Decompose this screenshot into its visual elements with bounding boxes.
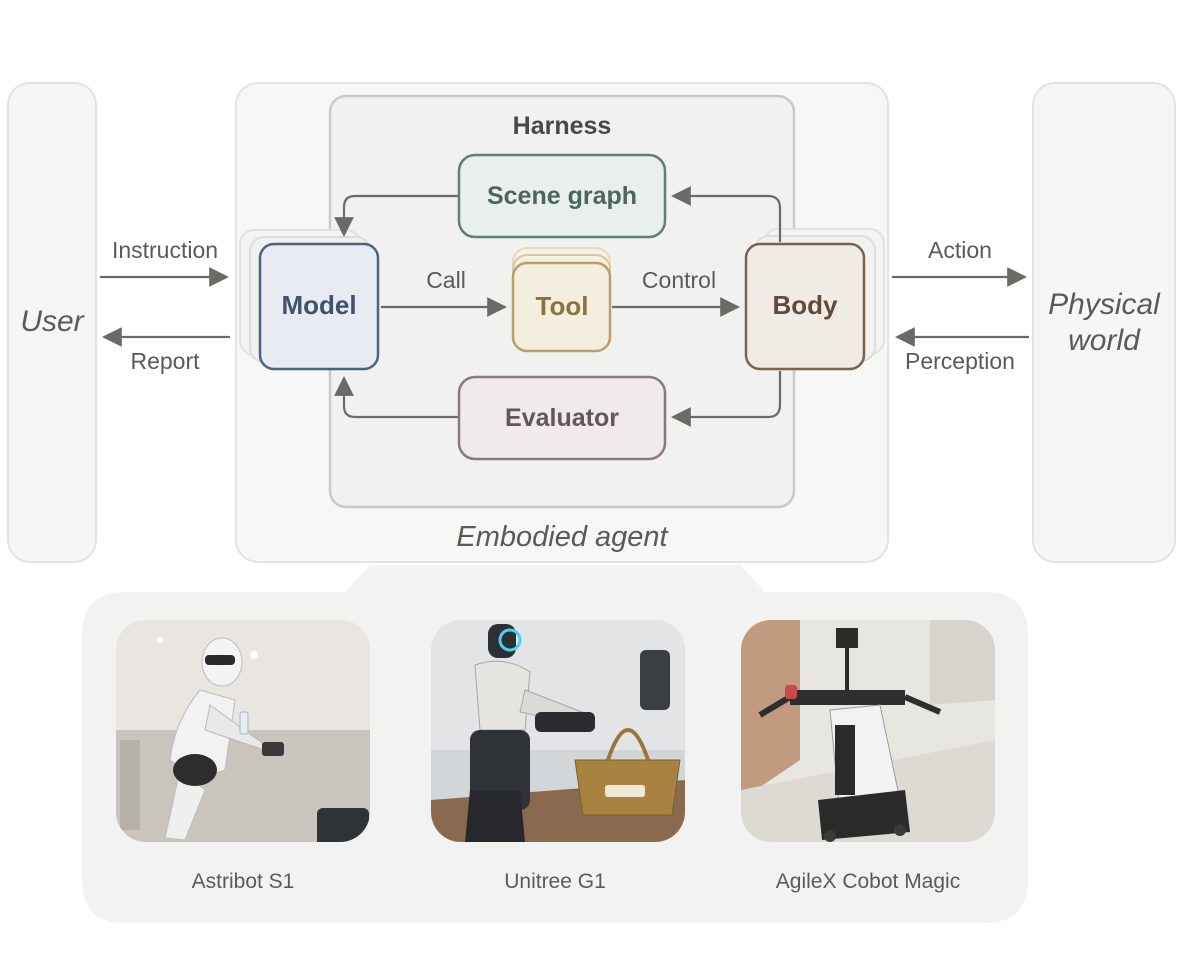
physical-world-label-line2: world — [1068, 324, 1141, 357]
instruction-label: Instruction — [112, 237, 218, 263]
body-to-scene-graph-arrow — [671, 186, 782, 242]
body-to-evaluator-arrow — [671, 371, 782, 427]
physical-world-label-line1: Physical — [1048, 288, 1161, 321]
robot-photo-unitree — [431, 620, 685, 842]
model-box — [258, 242, 380, 371]
robot-photo-astribot — [116, 620, 370, 842]
perception-label: Perception — [905, 348, 1015, 374]
call-label: Call — [426, 267, 466, 293]
robot-photo-agilex — [741, 620, 995, 842]
body-label: Body — [773, 290, 839, 320]
evaluator-box — [457, 375, 667, 461]
action-label: Action — [928, 237, 992, 263]
embodied-agent-label: Embodied agent — [456, 521, 669, 553]
body-box — [744, 242, 866, 371]
model-label: Model — [281, 290, 356, 320]
harness-label: Harness — [513, 112, 612, 140]
evaluator-to-model-arrow — [334, 376, 458, 419]
scene-graph-box — [457, 153, 667, 239]
evaluator-label: Evaluator — [505, 404, 619, 432]
scene-graph-to-model-arrow — [334, 194, 458, 237]
tool-label: Tool — [536, 291, 589, 321]
scene-graph-label: Scene graph — [487, 182, 637, 210]
report-label: Report — [130, 348, 200, 374]
user-column — [7, 82, 97, 563]
tool-box — [511, 261, 612, 353]
user-label: User — [20, 305, 84, 338]
robot-name-agilex: AgileX Cobot Magic — [776, 870, 960, 893]
physical-world-column — [1032, 82, 1176, 563]
control-label: Control — [642, 267, 716, 293]
robot-name-astribot: Astribot S1 — [192, 870, 295, 893]
robot-name-unitree: Unitree G1 — [504, 870, 606, 893]
